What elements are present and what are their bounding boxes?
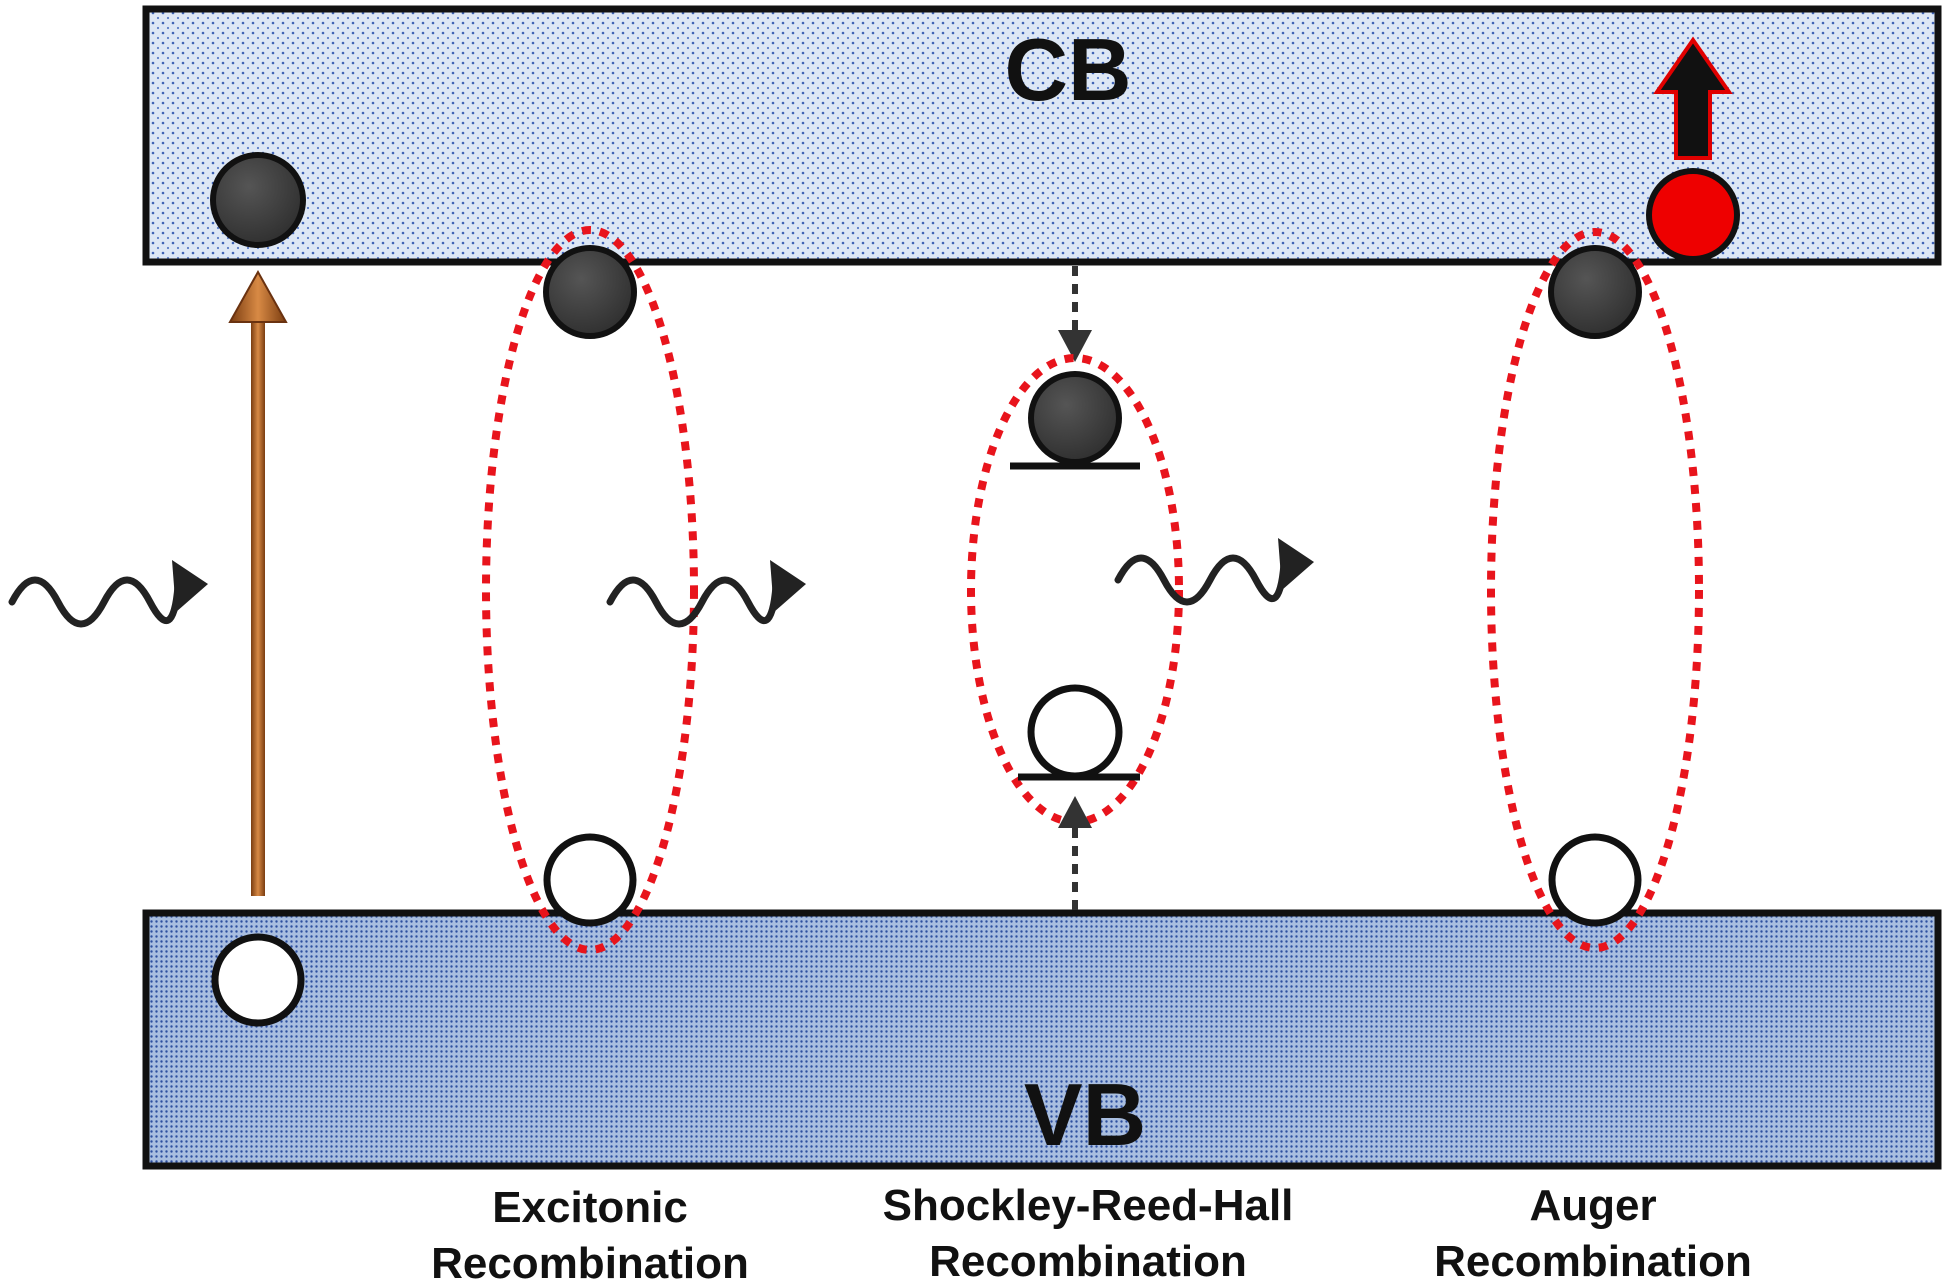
exciton-electron (543, 245, 637, 339)
mechanism-label: Shockley-Reed-Hall (883, 1181, 1294, 1230)
photon-wave-icon (8, 560, 208, 628)
cb-label: CB (1004, 20, 1131, 119)
auger-hot-electron (1646, 168, 1740, 262)
excited-electron (210, 152, 306, 248)
photon-wave-icon (606, 560, 806, 628)
mechanism-label: Recombination (929, 1237, 1247, 1282)
dashed-arrow-icon (1058, 266, 1092, 362)
dashed-arrow-icon (1058, 796, 1092, 910)
vb-label: VB (1024, 1065, 1146, 1164)
auger-hole (1548, 833, 1642, 927)
auger-recombination (1487, 36, 1740, 952)
excitonic-recombination (482, 226, 698, 954)
auger-electron (1548, 245, 1642, 339)
trapped-hole (1027, 684, 1123, 780)
trapped-electron (1028, 371, 1122, 465)
auger-pair-outline (1487, 228, 1703, 952)
mechanism-label: Excitonic (492, 1183, 688, 1232)
vb-hole (211, 933, 305, 1027)
conduction-band (142, 5, 1942, 266)
valence-band (142, 909, 1942, 1170)
mechanism-label: Recombination (1434, 1237, 1752, 1282)
up-arrow-icon (1653, 36, 1733, 160)
excitation-arrow (228, 269, 288, 896)
mechanism-label: Recombination (431, 1239, 749, 1282)
mechanism-label: Auger (1529, 1181, 1656, 1230)
exciton-hole (543, 833, 637, 927)
exciton-pair-outline (482, 226, 698, 954)
srh-recombination (967, 266, 1183, 910)
photon-wave-icon (1114, 538, 1314, 606)
